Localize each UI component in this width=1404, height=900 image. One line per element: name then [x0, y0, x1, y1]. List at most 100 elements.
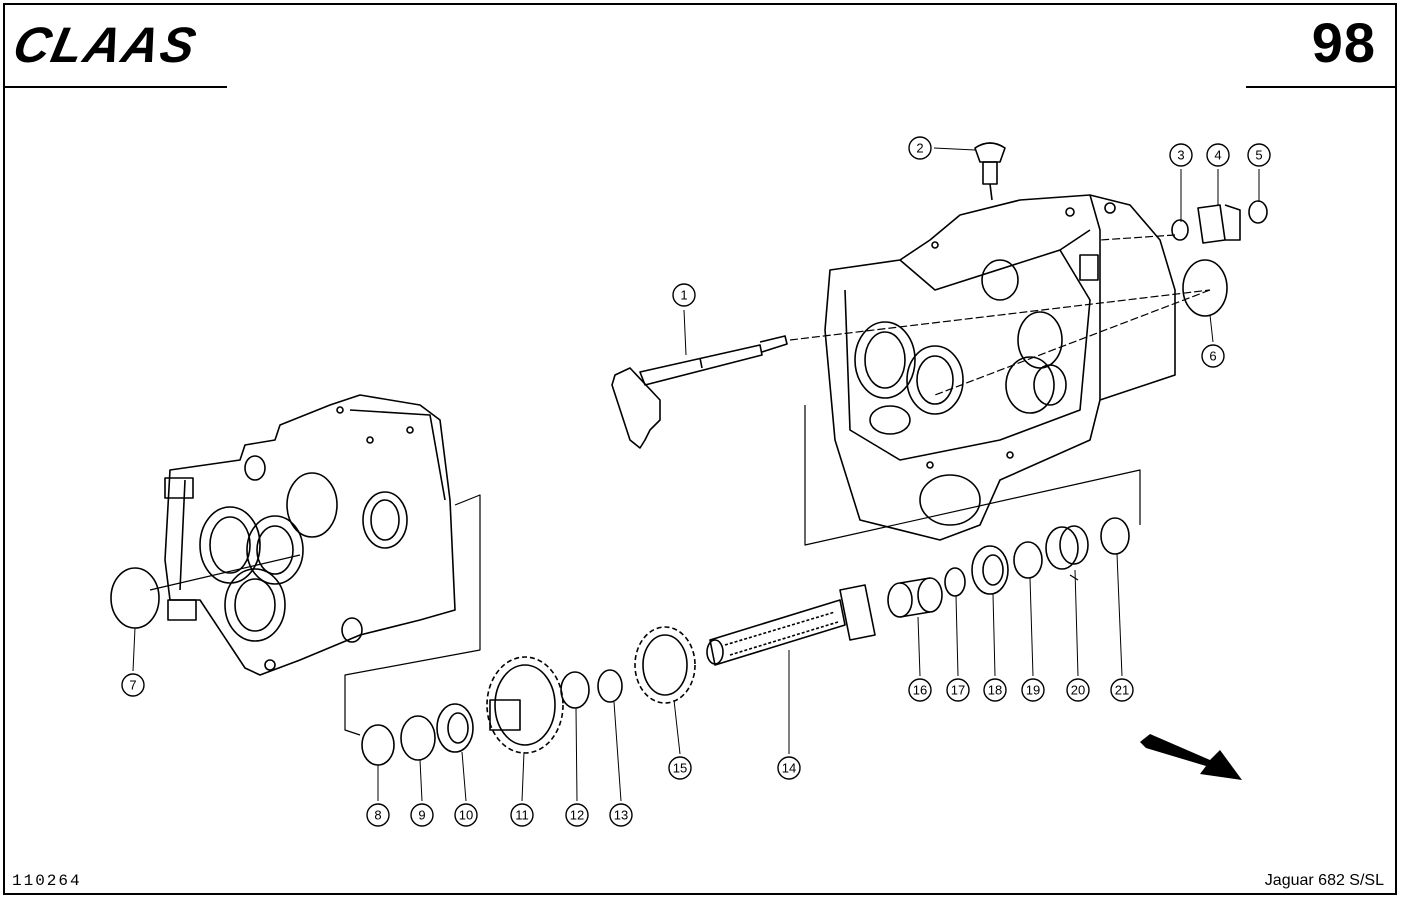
callout-leader: [1029, 577, 1034, 677]
callout-20: 20: [1066, 569, 1090, 702]
callout-leader: [955, 595, 959, 677]
callout-1: 1: [672, 283, 696, 356]
part-16-sleeve: [887, 577, 943, 618]
callout-leader: [521, 751, 525, 802]
callout-16: 16: [908, 616, 932, 702]
callout-label: 1: [680, 288, 687, 303]
part-3-washer: [1171, 219, 1189, 241]
callout-label: 18: [988, 683, 1002, 698]
callout-circle: [1247, 143, 1271, 167]
part-14-shaft: [706, 584, 876, 666]
part-19-ring: [1013, 541, 1043, 579]
part-2-breather: [974, 142, 1006, 201]
callout-12: 12: [565, 707, 589, 827]
callout-8: 8: [366, 765, 390, 827]
callout-label: 14: [782, 761, 796, 776]
part-8-circlip: [361, 724, 395, 766]
page-number: 98: [1311, 11, 1376, 74]
callout-label: 21: [1115, 683, 1129, 698]
callout-4: 4: [1206, 143, 1230, 205]
callout-13: 13: [609, 701, 633, 827]
assembly-lines: [149, 234, 1211, 736]
callout-14: 14: [777, 650, 801, 780]
header-rule-left: [3, 86, 227, 88]
callout-circle: [410, 803, 434, 827]
part-20-seal: [1045, 525, 1089, 570]
callout-5: 5: [1247, 143, 1271, 202]
callout-leader: [461, 751, 467, 802]
callout-3: 3: [1169, 143, 1193, 222]
brand-logo-text: CLAAS: [9, 17, 203, 73]
callout-circle: [1021, 678, 1045, 702]
callout-label: 4: [1214, 148, 1221, 163]
callout-label: 16: [913, 683, 927, 698]
callout-circle: [454, 803, 478, 827]
callout-circle: [565, 803, 589, 827]
callout-leader: [1116, 553, 1123, 677]
callout-circle: [983, 678, 1007, 702]
callout-leader: [575, 707, 578, 802]
part-18-bearing: [971, 545, 1009, 595]
part-6-cover: [1182, 259, 1228, 317]
callout-leader: [992, 593, 996, 677]
callout-circle: [946, 678, 970, 702]
part-17-ring: [944, 567, 966, 597]
callout-leader: [1209, 314, 1214, 343]
part-5-nut: [1248, 200, 1268, 224]
callout-circle: [668, 756, 692, 780]
callout-circle: [1169, 143, 1193, 167]
callout-19: 19: [1021, 577, 1045, 702]
callout-label: 3: [1177, 148, 1184, 163]
callout-15: 15: [668, 699, 692, 780]
part-13-circlip: [597, 669, 623, 703]
callout-label: 17: [951, 683, 965, 698]
callout-circle: [672, 283, 696, 307]
callout-circle: [366, 803, 390, 827]
callout-leader: [917, 616, 921, 677]
callout-label: 12: [570, 808, 584, 823]
part-11-gear: [486, 656, 564, 754]
callout-11: 11: [510, 751, 534, 827]
rear-housing: [824, 194, 1176, 541]
front-housing-plate: [164, 394, 456, 676]
callout-label: 10: [459, 808, 473, 823]
callout-leader: [683, 309, 687, 356]
callout-9: 9: [410, 759, 434, 827]
callout-label: 5: [1255, 148, 1262, 163]
callout-circle: [777, 756, 801, 780]
callout-2: 2: [908, 136, 976, 160]
callout-label: 9: [418, 808, 425, 823]
part-1-shift-shaft: [611, 335, 788, 449]
callout-circle: [609, 803, 633, 827]
part-12-ring: [560, 671, 590, 709]
part-7-cover: [110, 567, 160, 629]
part-9-ring: [400, 715, 436, 761]
callout-label: 2: [916, 141, 923, 156]
callout-circle: [908, 678, 932, 702]
callout-label: 8: [374, 808, 381, 823]
callout-leader: [1074, 569, 1079, 677]
callout-7: 7: [121, 627, 145, 697]
callout-circle: [1201, 344, 1225, 368]
callout-circle: [121, 673, 145, 697]
callout-label: 6: [1209, 349, 1216, 364]
callout-21: 21: [1110, 553, 1134, 702]
callout-label: 20: [1071, 683, 1085, 698]
callout-leader: [132, 627, 136, 672]
header-rule-right: [1246, 86, 1397, 88]
callout-10: 10: [454, 751, 478, 827]
part-4-bracket: [1197, 204, 1241, 244]
callout-label: 19: [1026, 683, 1040, 698]
model-name: Jaguar 682 S/SL: [1264, 872, 1384, 889]
callout-17: 17: [946, 595, 970, 702]
callout-label: 15: [673, 761, 687, 776]
callout-label: 7: [129, 678, 136, 693]
drawing-number: 110264: [12, 872, 82, 890]
part-10-bearing: [436, 703, 474, 753]
callout-circle: [510, 803, 534, 827]
callout-circle: [908, 136, 932, 160]
callout-leader: [673, 699, 681, 755]
